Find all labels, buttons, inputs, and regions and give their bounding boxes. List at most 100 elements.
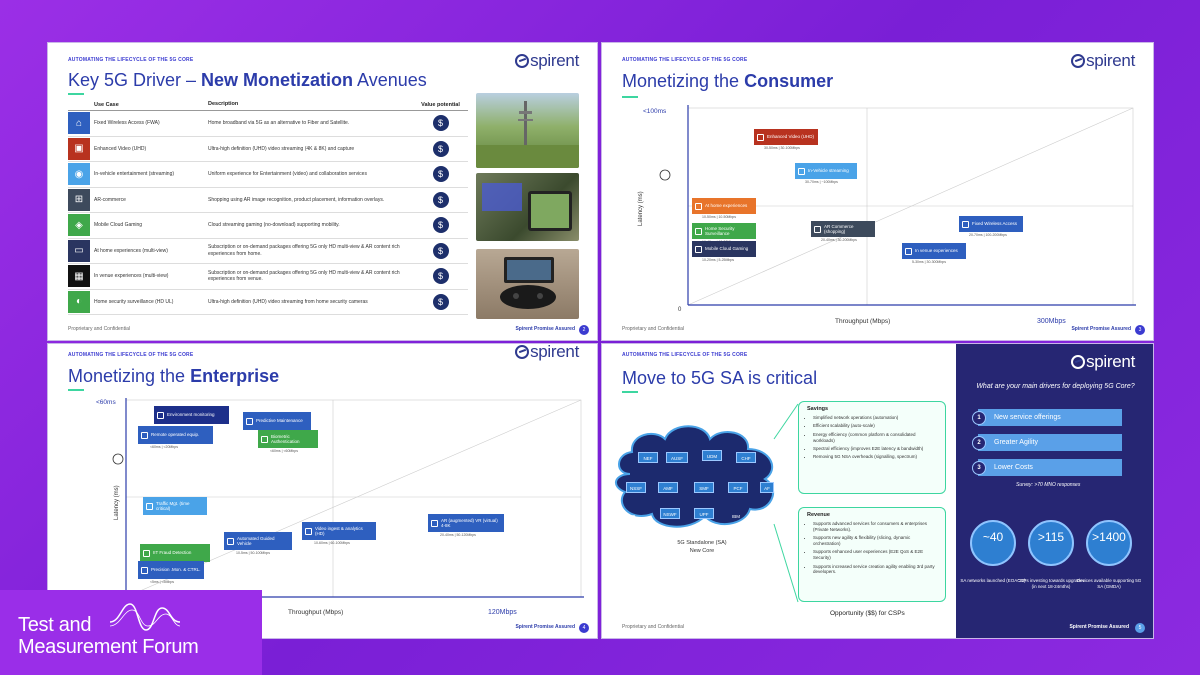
tablet-icon bbox=[482, 183, 572, 231]
stat-label: Devices available supporting 5G SA (GMDA… bbox=[1076, 578, 1142, 589]
slide-5g-sa[interactable]: AUTOMATING THE LIFECYCLE OF THE 5G CORE … bbox=[601, 343, 1154, 639]
vendor-dell: DELL bbox=[750, 512, 762, 517]
table-header: Use Case Description Value potential bbox=[68, 99, 468, 111]
cloud-gaming-photo bbox=[476, 249, 579, 319]
y-axis-label: Latency (ms) bbox=[114, 485, 120, 520]
table-row: ◉In-vehicle entertainment (streaming)Uni… bbox=[68, 162, 468, 188]
description-cell: Ultra-high definition (UHD) video stream… bbox=[208, 145, 355, 152]
use-case-marker: Enhanced Video (UHD) bbox=[754, 129, 818, 145]
title-underline bbox=[622, 96, 638, 98]
network-function-node: NSSF bbox=[626, 482, 646, 493]
use-case-marker: Predictive Maintenance bbox=[243, 412, 311, 430]
use-case-range: <5ms | <5Mbps bbox=[150, 580, 175, 584]
value-cell: $ bbox=[413, 166, 468, 183]
stadium-icon: ▦ bbox=[68, 265, 90, 288]
core-label: 5G Standalone (SA) New Core bbox=[677, 540, 727, 554]
x-axis-max: 300Mbps bbox=[1037, 318, 1066, 325]
spirent-logo: spirent bbox=[1071, 352, 1135, 372]
vendor-redhat: Red Hat bbox=[740, 525, 755, 530]
savings-item: Spectral efficiency (improves E2E latenc… bbox=[813, 446, 937, 452]
page-number: 5 bbox=[1135, 623, 1145, 633]
slide-title: Monetizing the Enterprise bbox=[68, 366, 280, 386]
use-case-icon bbox=[695, 245, 702, 253]
dollar-icon: $ bbox=[432, 166, 449, 183]
description-cell: Subscription or on-demand packages offer… bbox=[208, 244, 400, 257]
driver-label: Greater Agility bbox=[994, 439, 1038, 446]
use-case-marker: Fixed Wireless Access bbox=[959, 216, 1023, 232]
consumer-chart bbox=[659, 105, 1136, 306]
use-case-icon bbox=[798, 167, 805, 175]
car-icon: ◉ bbox=[68, 163, 90, 186]
description-cell: Cloud streaming gaming (no-download) sup… bbox=[208, 222, 340, 228]
footer-brand: Spirent Promise Assured bbox=[515, 326, 575, 332]
use-case-marker: Biometric Authentication bbox=[258, 430, 318, 448]
dollar-icon: $ bbox=[432, 268, 449, 285]
description-cell: Ultra-high definition (UHD) video stream… bbox=[208, 298, 368, 305]
savings-item: Simplified network operations (automatio… bbox=[813, 415, 937, 421]
savings-item: Efficient scalability (auto-scale) bbox=[813, 423, 937, 429]
table-row: ◐ Home security surveillance (HD UL) Ultra… bbox=[68, 290, 468, 315]
use-case-icon bbox=[246, 417, 253, 425]
gamepad-icon: ◈ bbox=[68, 214, 90, 237]
slide-enterprise[interactable]: AUTOMATING THE LIFECYCLE OF THE 5G CORE … bbox=[47, 343, 598, 639]
use-case-icon bbox=[695, 227, 702, 235]
use-case-marker: AR (augmented) VR (virtual) 4-8K bbox=[428, 514, 504, 532]
slide-consumer[interactable]: AUTOMATING THE LIFECYCLE OF THE 5G CORE … bbox=[601, 42, 1154, 341]
header-description: Description bbox=[208, 100, 239, 107]
use-case-cell: Home security surveillance (HD UL) bbox=[94, 298, 174, 305]
dollar-icon: $ bbox=[432, 293, 449, 310]
footer-brand: Spirent Promise Assured bbox=[1071, 326, 1131, 332]
driver-number: 1 bbox=[972, 410, 986, 425]
savings-item: Removing 5G NSA overheads (signalling, s… bbox=[813, 454, 937, 460]
connector-lines bbox=[773, 403, 799, 603]
table-row: ▦In venue experiences (multi-view)Subscr… bbox=[68, 264, 468, 290]
survey-note: Survey: >70 MNO responses bbox=[1016, 482, 1081, 488]
value-cell: $ bbox=[413, 115, 468, 132]
use-case-icon bbox=[141, 566, 148, 574]
stat-value: >1400 bbox=[1092, 530, 1126, 544]
driver-label: New service offerings bbox=[994, 414, 1061, 421]
use-case-icon bbox=[305, 527, 312, 535]
slide-kicker: AUTOMATING THE LIFECYCLE OF THE 5G CORE bbox=[622, 352, 748, 358]
driver-number: 2 bbox=[972, 435, 986, 450]
use-case-range: 10-20ms | 5-25Mbps bbox=[702, 258, 735, 262]
network-function-node: NEF bbox=[638, 452, 658, 463]
use-case-icon bbox=[157, 411, 164, 419]
use-case-marker: Precision .Mon. & CTRL. bbox=[138, 561, 204, 579]
slide-new-monetization[interactable]: AUTOMATING THE LIFECYCLE OF THE 5G CORE … bbox=[47, 42, 598, 341]
value-cell: $ bbox=[413, 140, 468, 157]
y-axis-label: Latency (ms) bbox=[638, 191, 644, 226]
dollar-icon: $ bbox=[432, 217, 449, 234]
opportunity-label: Opportunity ($$) for CSPs bbox=[830, 610, 905, 617]
forum-title: Test and Measurement Forum bbox=[18, 614, 199, 659]
use-case-range: 30-70ms | ~100Mbps bbox=[805, 180, 838, 184]
slide-title: Key 5G Driver – New Monetization Avenues bbox=[68, 70, 427, 90]
x-axis-max: 120Mbps bbox=[488, 609, 517, 616]
use-case-marker: Home Security Surveillance bbox=[692, 223, 756, 239]
header-use-case: Use Case bbox=[94, 101, 119, 108]
camera-icon: ◐ bbox=[68, 290, 90, 313]
use-case-marker: Remote operated equip. bbox=[138, 426, 213, 444]
use-case-range: <60ms | <60Mbps bbox=[270, 449, 298, 453]
use-case-marker: Environment monitoring bbox=[154, 406, 229, 424]
use-case-cell: At home experiences (multi-view) bbox=[94, 247, 168, 254]
cloud-icon bbox=[615, 425, 775, 528]
savings-title: Savings bbox=[807, 406, 829, 412]
y-axis-zero: 0 bbox=[678, 307, 682, 313]
title-underline bbox=[68, 93, 84, 95]
dollar-icon: $ bbox=[432, 191, 449, 208]
use-case-marker: In-Vehicle streaming bbox=[795, 163, 857, 179]
footer-brand: Spirent Promise Assured bbox=[515, 624, 575, 630]
stat-circle: >115 bbox=[1028, 520, 1074, 566]
footer-brand: Spirent Promise Assured bbox=[1069, 624, 1129, 630]
vendor-azure: Azure bbox=[626, 526, 638, 531]
value-cell: $ bbox=[413, 191, 468, 208]
table-row: ▣Enhanced Video (UHD)Ultra-high definiti… bbox=[68, 137, 468, 162]
title-underline bbox=[622, 391, 638, 393]
use-case-cell: Fixed Wireless Access (FWA) bbox=[94, 120, 160, 127]
network-function-node: AF bbox=[760, 482, 774, 493]
home-icon: ⌂ bbox=[68, 112, 90, 135]
savings-panel: Savings Simplified network operations (a… bbox=[798, 401, 946, 494]
ar-stadium-photo bbox=[476, 173, 579, 241]
